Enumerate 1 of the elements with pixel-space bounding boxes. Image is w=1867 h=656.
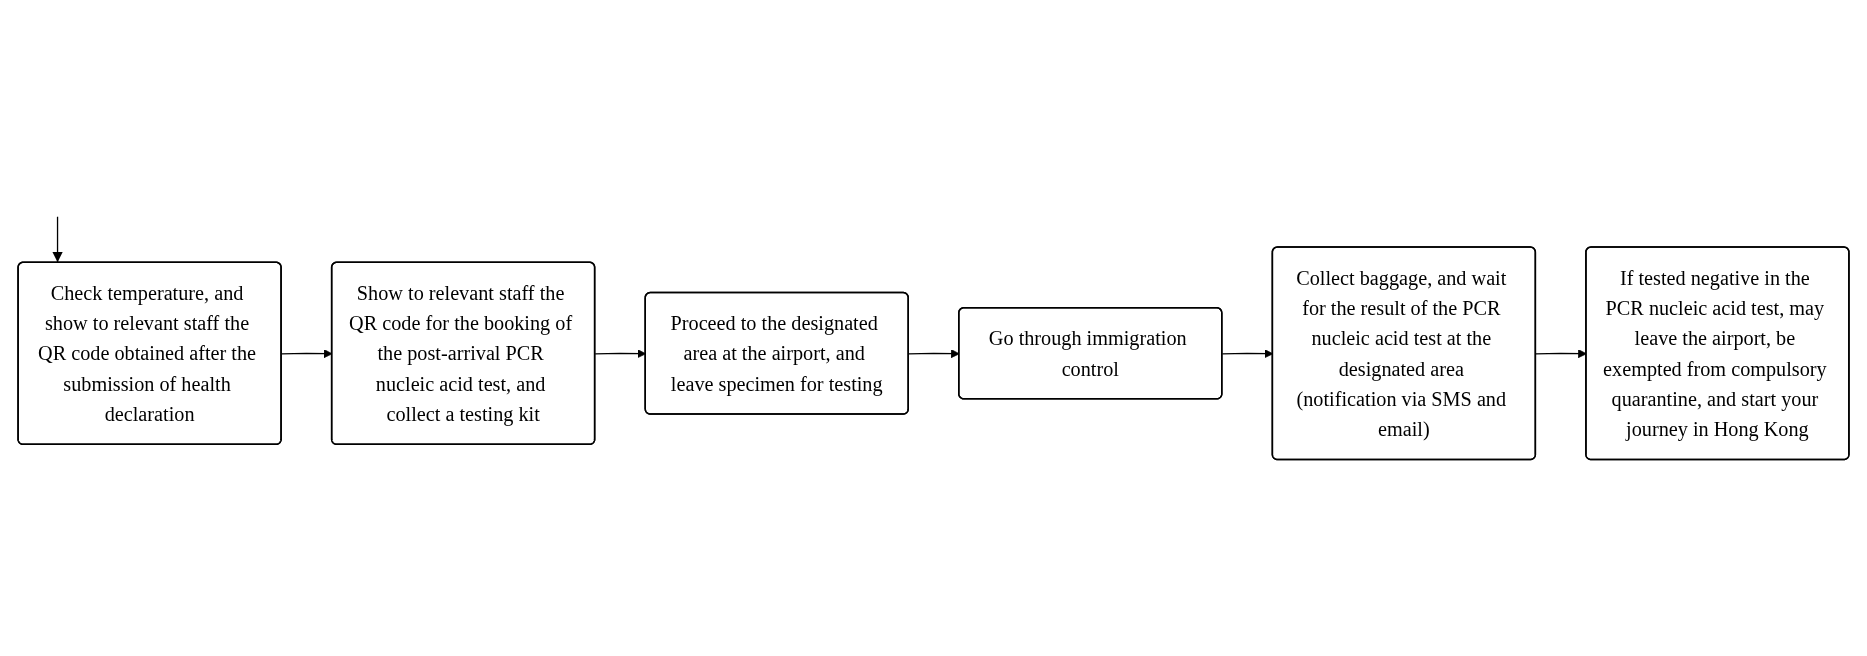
arrow — [52, 216, 63, 263]
